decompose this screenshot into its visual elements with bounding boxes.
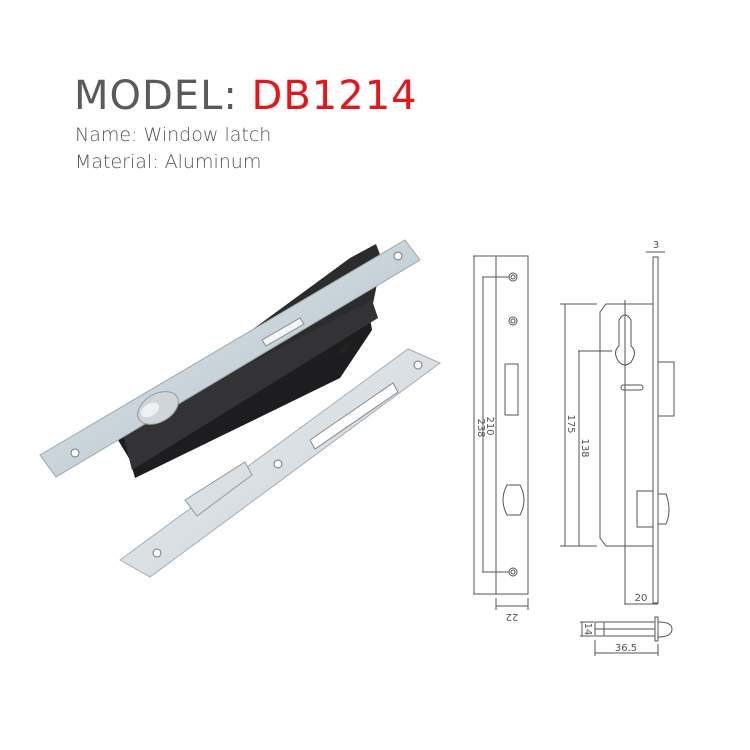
faceplate (39, 239, 421, 478)
dim-36-5: 36.5 (615, 643, 637, 654)
model-title: MODEL: DB1214 (74, 76, 418, 116)
latch-bolt (137, 391, 179, 425)
latch-view-drawing (580, 616, 673, 656)
dim-22: 22 (506, 611, 519, 622)
dim-3: 3 (653, 240, 659, 251)
model-label: MODEL: (74, 73, 252, 119)
dim-175: 175 (565, 414, 576, 433)
product-material: Material: Aluminum (75, 151, 262, 173)
side-view-drawing (560, 251, 675, 605)
front-view-drawing (473, 255, 529, 610)
dim-238: 238 (475, 418, 486, 437)
strike-plate (119, 348, 441, 578)
dim-14: 14 (582, 623, 593, 636)
product-name: Name: Window latch (75, 124, 272, 146)
dim-210: 210 (484, 416, 495, 435)
dim-20: 20 (635, 593, 648, 604)
dim-138: 138 (579, 438, 590, 457)
model-number: DB1214 (251, 73, 418, 119)
